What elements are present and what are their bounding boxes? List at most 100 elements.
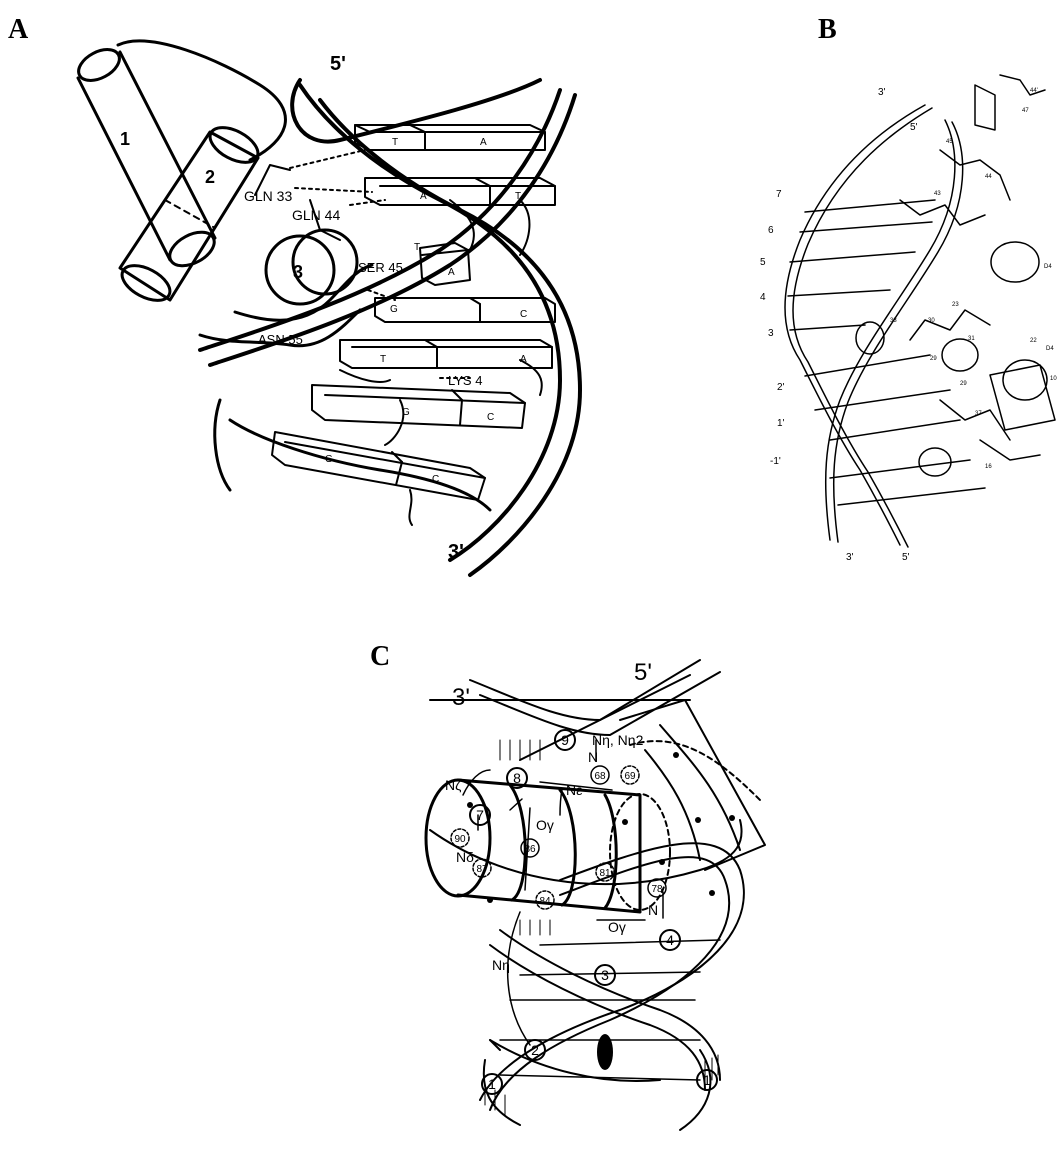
residue-gln44: GLN 44: [292, 207, 340, 223]
panel-b-small-labels: 44' 47 45 43 44 D4 23 30 33 D4 22 29 31 …: [890, 88, 1057, 470]
panel-b-letter: B: [818, 14, 837, 45]
svg-text:7: 7: [476, 807, 484, 823]
svg-text:69: 69: [624, 771, 636, 782]
base-pair-6: G C: [312, 385, 525, 428]
residue-gln33: GLN 33: [244, 188, 292, 204]
atom-n-zeta: Nζ: [445, 777, 461, 793]
b-pos-3: 3: [768, 328, 774, 339]
panel-c-atom-labels: Nη, Nη2 N Nε Nζ Oγ Nδ N Oγ Nη: [445, 732, 658, 973]
bp-3-left: T: [414, 242, 420, 253]
b-pos-7: 7: [776, 189, 782, 200]
panel-a: A T A A T: [8, 14, 580, 575]
bp-2-left: A: [420, 191, 427, 202]
b-strand-3-top: 3': [878, 87, 886, 98]
phosphate-3: 3: [595, 965, 615, 985]
svg-text:1: 1: [703, 1072, 711, 1088]
atom-n-epsilon: Nε: [566, 782, 582, 798]
panel-a-helix-1: 1: [73, 43, 219, 272]
residue-90: 90: [451, 829, 469, 847]
atom-o-gamma-low: Oγ: [608, 919, 626, 935]
panel-a-5prime: 5': [330, 53, 346, 75]
base-pair-7: G C: [272, 432, 485, 500]
b-pos-1p: 1': [777, 418, 785, 429]
b-lbl-4: 44: [985, 174, 992, 180]
bp-5-left: T: [380, 354, 386, 365]
b-pos-4: 4: [760, 292, 766, 303]
b-strand-5-bottom: 5': [902, 552, 910, 563]
panel-a-helix-3: 3: [266, 230, 357, 304]
svg-text:87: 87: [476, 864, 488, 875]
b-lbl-14: 37: [975, 411, 982, 417]
b-pos-5: 5: [760, 257, 766, 268]
svg-text:4: 4: [666, 932, 674, 948]
panel-a-letter: A: [8, 14, 29, 45]
residue-84: 84: [536, 891, 554, 909]
bp-6-right: C: [487, 412, 494, 423]
b-lbl-12: 31: [968, 336, 975, 342]
bp-1-right: A: [480, 137, 487, 148]
b-lbl-13: 29: [960, 381, 967, 387]
bp-1-left: T: [392, 137, 398, 148]
svg-text:2: 2: [531, 1042, 539, 1058]
bp-7-right: C: [432, 474, 439, 485]
bp-4-left: G: [390, 304, 398, 315]
helix-1-label: 1: [120, 129, 130, 149]
panel-b-protein: [856, 75, 1055, 476]
b-lbl-0: 44': [1030, 88, 1038, 94]
b-pos-neg1p: -1': [770, 456, 781, 467]
svg-text:78: 78: [651, 884, 663, 895]
panel-a-3prime: 3': [448, 541, 464, 563]
helix-3-label: 3: [293, 262, 303, 282]
b-lbl-8: 33: [890, 318, 897, 324]
bp-3-right: A: [448, 267, 455, 278]
b-lbl-16: 10: [1050, 376, 1057, 382]
phosphate-8: 8: [507, 768, 527, 788]
panel-c-dna-ribbon: [430, 660, 744, 1130]
svg-text:1: 1: [488, 1076, 496, 1092]
svg-text:68: 68: [594, 771, 606, 782]
panel-b-base-rungs: [788, 200, 985, 505]
panel-c-letter: C: [370, 641, 390, 672]
base-pair-4: G C: [375, 298, 555, 322]
panel-b-position-labels: 7 6 5 4 3 2' 1' -1': [760, 189, 785, 467]
bp-4-right: C: [520, 309, 527, 320]
residue-69: 69: [621, 766, 639, 784]
helix-2-label: 2: [205, 167, 215, 187]
svg-text:90: 90: [454, 834, 466, 845]
panel-c-3prime: 3': [452, 684, 470, 711]
b-pos-2p: 2': [777, 382, 785, 393]
b-lbl-1: 47: [1022, 108, 1029, 114]
panel-b-dna: [785, 75, 1055, 547]
b-strand-5-top: 5': [910, 122, 918, 133]
svg-text:84: 84: [539, 896, 551, 907]
base-pair-5: T A: [340, 340, 552, 368]
b-lbl-5: D4: [1044, 264, 1052, 270]
b-lbl-2: 45: [946, 139, 953, 145]
panel-a-helix-2: 2: [116, 120, 263, 307]
svg-text:86: 86: [524, 844, 536, 855]
atom-n-eta-low: Nη: [492, 957, 510, 973]
atom-n-delta: Nδ: [456, 849, 474, 865]
b-lbl-3: 43: [934, 191, 941, 197]
residue-ser45: SER 45: [358, 260, 403, 275]
svg-text:9: 9: [561, 732, 569, 748]
residue-lys4: LYS 4: [448, 373, 482, 388]
b-lbl-10: 22: [1030, 338, 1037, 344]
b-lbl-11: 29: [930, 356, 937, 362]
svg-text:8: 8: [513, 770, 521, 786]
b-lbl-15: 16: [985, 464, 992, 470]
b-lbl-6: 23: [952, 302, 959, 308]
panel-b: B: [760, 14, 1057, 563]
bp-7-left: G: [325, 454, 333, 465]
b-strand-3-bottom: 3': [846, 552, 854, 563]
phosphate-2: 2: [525, 1040, 545, 1060]
phosphate-4: 4: [660, 930, 680, 950]
residue-asn55: ASN 55: [258, 332, 303, 347]
svg-text:81: 81: [599, 868, 611, 879]
atom-n-top: N: [588, 749, 598, 765]
residue-68: 68: [591, 766, 609, 784]
b-lbl-9: D4: [1046, 346, 1054, 352]
atom-n-eta-pair: Nη, Nη2: [592, 732, 644, 748]
residue-86: 86: [521, 839, 539, 857]
